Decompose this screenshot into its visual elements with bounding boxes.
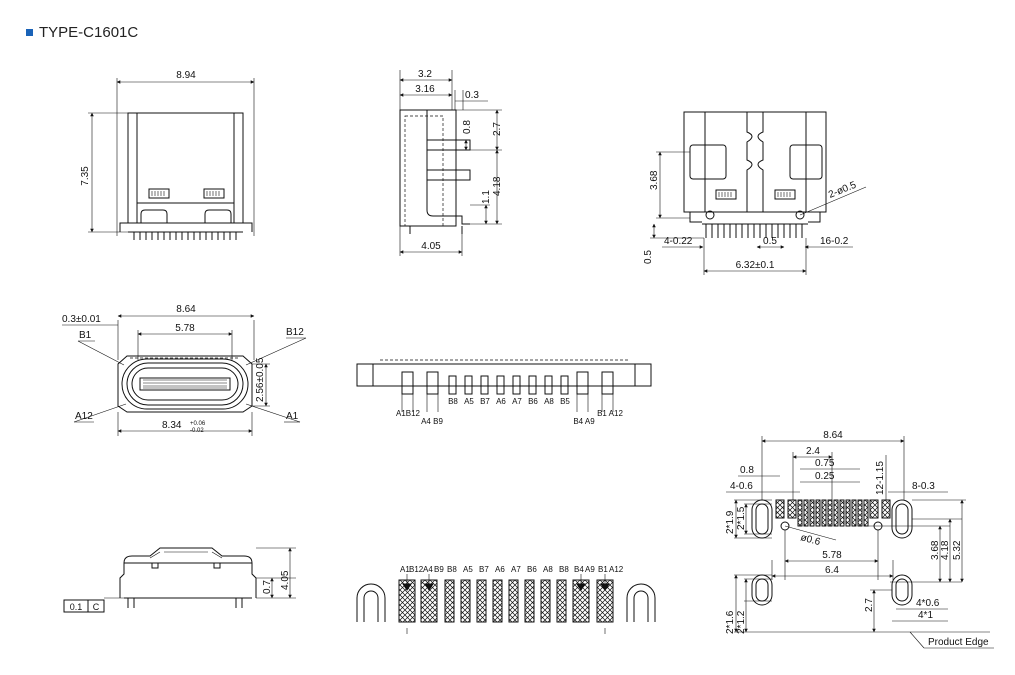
top-height-label: 2.56±0.05 xyxy=(255,357,266,402)
top-a12-label: A12 xyxy=(75,411,93,422)
pcb-hole-label: ø0.6 xyxy=(799,532,822,548)
side-dim-4: 0.8 xyxy=(462,120,473,134)
top-b1-label: B1 xyxy=(79,330,92,341)
pin-label-left-bot: A4 B9 xyxy=(421,417,443,426)
bottom-side-view: 0.1 C 0.7 4.05 xyxy=(63,547,296,613)
side-dim-5: 2.7 xyxy=(492,122,503,136)
side-dim-2: 3.16 xyxy=(415,84,435,95)
pin-label-right-bot: B4 A9 xyxy=(573,417,595,426)
rear-left-pins-label: 4-0.22 xyxy=(664,236,693,247)
pin-label-left-top: A1B12 xyxy=(396,409,421,418)
title-text: TYPE-C1601C xyxy=(39,24,139,41)
fp-label-13: B4 xyxy=(574,565,584,574)
rear-span-label: 6.32±0.1 xyxy=(736,260,775,271)
rear-right-pins-label: 16-0.2 xyxy=(820,236,849,247)
fp-label-5: B8 xyxy=(447,565,457,574)
fp-label-7: B7 xyxy=(479,565,489,574)
pcb-p7-label: 8-0.3 xyxy=(912,481,935,492)
fp-label-12: B8 xyxy=(559,565,569,574)
rear-height-label: 3.68 xyxy=(649,170,660,190)
pcb-width-label: 8.64 xyxy=(823,430,843,441)
tolerance-datum: C xyxy=(93,602,100,612)
pcb-slot1-label: 2*1.9 xyxy=(725,510,736,534)
drawing-title: TYPE-C1601C xyxy=(26,24,138,41)
pin-row-view: A1B12 A4 B9 B8 A5 B7 A6 A7 B6 A8 B5 B4 A… xyxy=(356,359,652,426)
tolerance-value: 0.1 xyxy=(70,602,83,612)
pcb-p4-label: 0.8 xyxy=(740,465,754,476)
side-dim-1: 3.2 xyxy=(418,69,432,80)
pcb-p5-label: 4-0.6 xyxy=(730,481,753,492)
footprint-view: A1 B12 A4 B9 B8 A5 B7 A6 A7 B6 A8 B8 B4 … xyxy=(356,565,656,634)
top-width-1: 8.64 xyxy=(176,304,196,315)
fp-label-4: B9 xyxy=(434,565,444,574)
bottom-h2-label: 4.05 xyxy=(280,570,291,590)
rear-pitch-label: 0.5 xyxy=(763,236,777,247)
top-width-2: 5.78 xyxy=(175,323,195,334)
fp-label-8: A6 xyxy=(495,565,505,574)
pcb-slot2-label: 2*1.5 xyxy=(736,506,747,530)
fp-label-11: A8 xyxy=(543,565,553,574)
pcb-span2-label: 6.4 xyxy=(825,565,839,576)
fp-label-1: A1 xyxy=(400,565,410,574)
pin-label-1: B8 xyxy=(448,397,458,406)
fp-label-2: B12 xyxy=(409,565,424,574)
footprint-labels: A1 B12 A4 B9 B8 A5 B7 A6 A7 B6 A8 B8 B4 … xyxy=(400,565,624,574)
pcb-p2-label: 0.75 xyxy=(815,458,835,469)
pin-label-4: A6 xyxy=(496,397,506,406)
bottom-h1-label: 0.7 xyxy=(262,580,273,594)
front-view: 8.94 7.35 xyxy=(80,70,255,240)
top-tol-up: +0.06 xyxy=(190,421,206,427)
top-tolerance-label: 0.3±0.01 xyxy=(62,314,101,325)
pcb-p6-label: 12-1.15 xyxy=(875,461,886,495)
pin-label-3: B7 xyxy=(480,397,490,406)
pcb-s1-label: 4*0.6 xyxy=(916,598,940,609)
top-view: 8.64 5.78 0.3±0.01 B1 B12 2.56±0.05 8.34… xyxy=(62,304,307,436)
fp-label-6: A5 xyxy=(463,565,473,574)
pcb-v3-label: 5.32 xyxy=(952,540,963,560)
pin-label-right-top: B1 A12 xyxy=(597,409,623,418)
pcb-layout-view: 8.64 2.4 0.75 0.25 0.8 4-0.6 12-1.15 8-0… xyxy=(725,430,994,649)
pcb-v2-label: 4.18 xyxy=(940,540,951,560)
top-width-3: 8.34 xyxy=(162,420,182,431)
rear-view: 3.68 2-ø0.5 4-0.22 0.5 16-0.2 6.32±0.1 0… xyxy=(643,111,867,275)
front-width-label: 8.94 xyxy=(176,70,196,81)
top-tol-dn: -0.02 xyxy=(190,428,204,434)
fp-label-14: A9 xyxy=(585,565,595,574)
fp-label-15: B1 xyxy=(598,565,608,574)
pcb-s2-label: 4*1 xyxy=(918,610,933,621)
side-dim-7: 1.1 xyxy=(481,190,492,204)
rear-offset-label: 0.5 xyxy=(643,250,654,264)
rear-holes-label: 2-ø0.5 xyxy=(827,180,858,201)
fp-label-3: A4 xyxy=(423,565,433,574)
pin-label-8: B5 xyxy=(560,397,570,406)
product-edge-label: Product Edge xyxy=(928,637,989,648)
fp-label-10: B6 xyxy=(527,565,537,574)
side-dim-8: 4.05 xyxy=(421,241,441,252)
pin-label-5: A7 xyxy=(512,397,522,406)
pin-row-labels: A1B12 A4 B9 B8 A5 B7 A6 A7 B6 A8 B5 B4 A… xyxy=(396,397,623,426)
pin-label-2: A5 xyxy=(464,397,474,406)
top-a1-label: A1 xyxy=(286,411,299,422)
pcb-v4-label: 2.7 xyxy=(864,598,875,612)
fp-label-16: A12 xyxy=(609,565,624,574)
pcb-p3-label: 0.25 xyxy=(815,471,835,482)
fp-label-9: A7 xyxy=(511,565,521,574)
pcb-slot3-label: 2*1.6 xyxy=(725,610,736,634)
pcb-v1-label: 3.68 xyxy=(930,540,941,560)
side-dim-6: 4.18 xyxy=(492,176,503,196)
pin-label-7: A8 xyxy=(544,397,554,406)
front-height-label: 7.35 xyxy=(80,166,91,186)
pcb-slot4-label: 2*1.2 xyxy=(736,610,747,634)
top-b12-label: B12 xyxy=(286,327,304,338)
side-view: 3.2 3.16 0.3 0.8 2.7 4.18 1.1 4.05 xyxy=(399,69,503,256)
pcb-span1-label: 5.78 xyxy=(822,550,842,561)
title-bullet-icon xyxy=(26,29,33,36)
pcb-p1-label: 2.4 xyxy=(806,446,820,457)
side-dim-3: 0.3 xyxy=(465,90,479,101)
pin-label-6: B6 xyxy=(528,397,538,406)
